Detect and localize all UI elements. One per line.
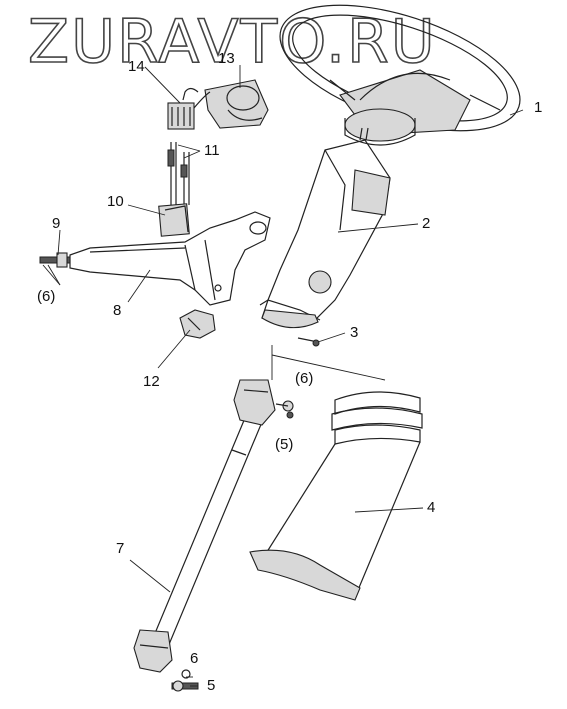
callout-labels: 1 2 3 4 5 6 7 8 9 10 11 12 13 14 (6) (6)… [37, 50, 542, 694]
intermediate-shaft [133, 345, 386, 673]
relay-bracket [158, 203, 190, 237]
callout-6: 6 [190, 650, 198, 667]
callout-13: 13 [218, 50, 235, 67]
watermark-text: ZURAVTO.RU [28, 7, 437, 77]
callout-8: 8 [113, 302, 121, 319]
steering-wheel [279, 4, 521, 146]
callout-10: 10 [107, 193, 124, 210]
dust-boot [249, 391, 423, 601]
callout-6-paren-left: (6) [37, 288, 55, 305]
wiring-connector [167, 91, 211, 130]
bolt-3 [297, 337, 320, 347]
bolt-9 [39, 252, 71, 268]
callout-9: 9 [52, 215, 60, 232]
wire-leads [167, 142, 190, 205]
column-housing [259, 127, 391, 329]
callout-2: 2 [422, 215, 430, 232]
bolt-lower [171, 669, 199, 692]
callout-14: 14 [128, 58, 145, 75]
callout-5-paren: (5) [275, 436, 293, 453]
callout-12: 12 [143, 373, 160, 390]
callout-1: 1 [534, 99, 542, 116]
clip-12 [179, 309, 216, 339]
callout-6-paren-right: (6) [295, 370, 313, 387]
callout-5: 5 [207, 677, 215, 694]
bolt-upper [275, 400, 294, 419]
column-mounting-bracket [69, 211, 271, 306]
callout-3: 3 [350, 324, 358, 341]
callout-11: 11 [204, 142, 220, 159]
leader-lines [42, 65, 524, 687]
callout-4: 4 [427, 499, 435, 516]
combination-switch [182, 79, 269, 129]
callout-7: 7 [116, 540, 124, 557]
